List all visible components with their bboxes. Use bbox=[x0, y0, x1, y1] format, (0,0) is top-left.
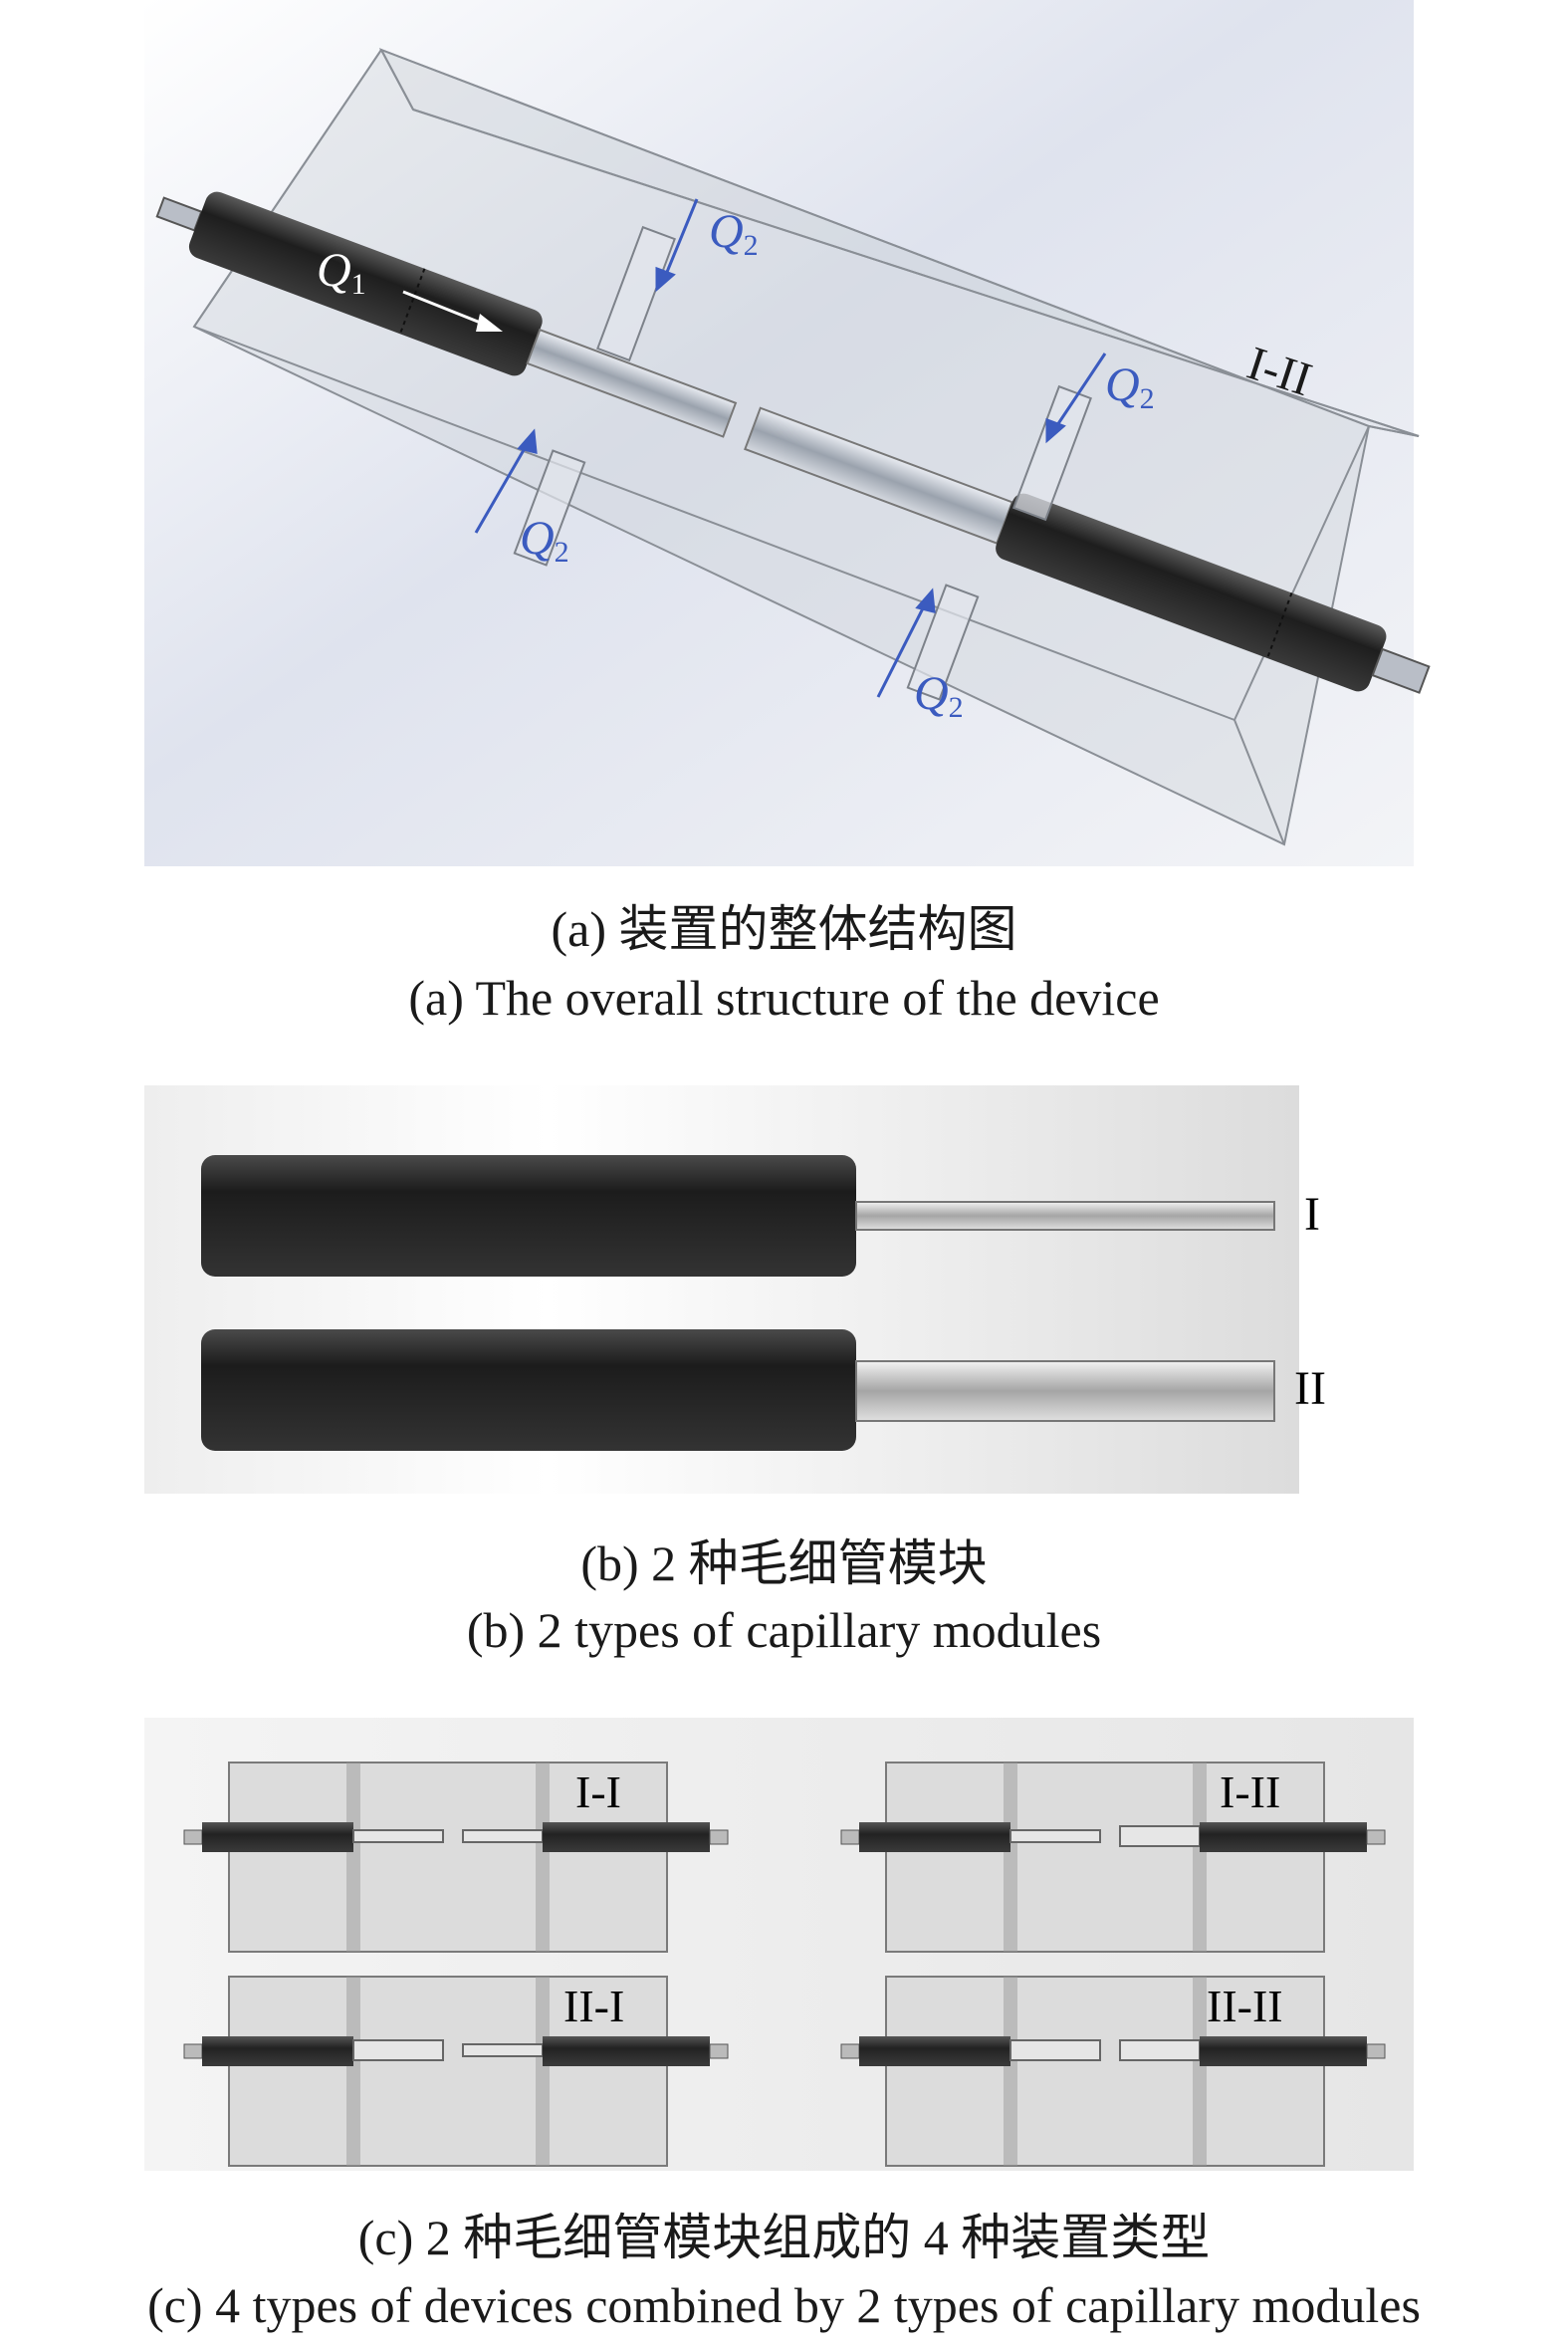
device-label: II-II bbox=[1207, 1981, 1283, 2031]
capillary-assembly bbox=[155, 191, 1431, 694]
q2-label-bottom-left: Q2 bbox=[520, 512, 569, 569]
device-box bbox=[228, 1762, 668, 1953]
q1-label: Q1 bbox=[317, 244, 366, 301]
module-one-label: I bbox=[1304, 1188, 1320, 1241]
panel-b-caption-cn: (b) 2 种毛细管模块 bbox=[580, 1535, 988, 1591]
device-ii-i: II-I bbox=[183, 1976, 729, 2167]
q2-label-top-right: Q2 bbox=[1105, 358, 1155, 415]
device-label: I-II bbox=[1220, 1766, 1280, 1817]
right-dark-tube bbox=[996, 493, 1387, 692]
left-glass-capillary bbox=[526, 328, 738, 438]
module-one: I bbox=[201, 1155, 1320, 1277]
module-two-dark-tube bbox=[201, 1329, 856, 1451]
device-box bbox=[885, 1762, 1325, 1953]
device-box bbox=[885, 1976, 1325, 2167]
device-ii-ii: II-II bbox=[840, 1976, 1386, 2167]
device-i-i: I-I bbox=[183, 1762, 729, 1953]
panel-b-capillary-modules: I II bbox=[144, 1085, 1326, 1494]
panel-c-caption-cn: (c) 2 种毛细管模块组成的 4 种装置类型 bbox=[357, 2210, 1211, 2265]
panel-a-caption-en: (a) The overall structure of the device bbox=[408, 970, 1160, 1026]
module-one-dark-tube bbox=[201, 1155, 856, 1277]
module-two-capillary bbox=[855, 1360, 1275, 1422]
flow-arrows bbox=[474, 198, 1107, 698]
module-one-capillary bbox=[855, 1201, 1275, 1231]
device-label: II-I bbox=[563, 1981, 624, 2031]
left-dark-tube bbox=[188, 191, 543, 376]
panel-a-device-structure: Q1 Q2 Q2 Q2 Q2 I-II bbox=[144, 0, 1431, 866]
panel-a-caption-cn: (a) 装置的整体结构图 bbox=[551, 901, 1017, 957]
panel-c-caption-en: (c) 4 types of devices combined by 2 typ… bbox=[147, 2277, 1421, 2333]
panel-c-device-types: I-I I-II II-I II-II bbox=[144, 1718, 1414, 2171]
device-i-ii: I-II bbox=[840, 1762, 1386, 1953]
side-inlet-tubes bbox=[513, 225, 1092, 701]
device-label: I-I bbox=[575, 1766, 621, 1817]
module-two: II bbox=[201, 1329, 1326, 1451]
right-outlet-pin bbox=[1371, 647, 1431, 694]
q2-label-top-left: Q2 bbox=[709, 205, 759, 262]
q1-flow-arrow bbox=[402, 290, 503, 332]
panel-b-caption-en: (b) 2 types of capillary modules bbox=[466, 1602, 1102, 1658]
device-box bbox=[228, 1976, 668, 2167]
module-two-label: II bbox=[1294, 1362, 1326, 1415]
q2-label-bottom-right: Q2 bbox=[914, 667, 964, 724]
